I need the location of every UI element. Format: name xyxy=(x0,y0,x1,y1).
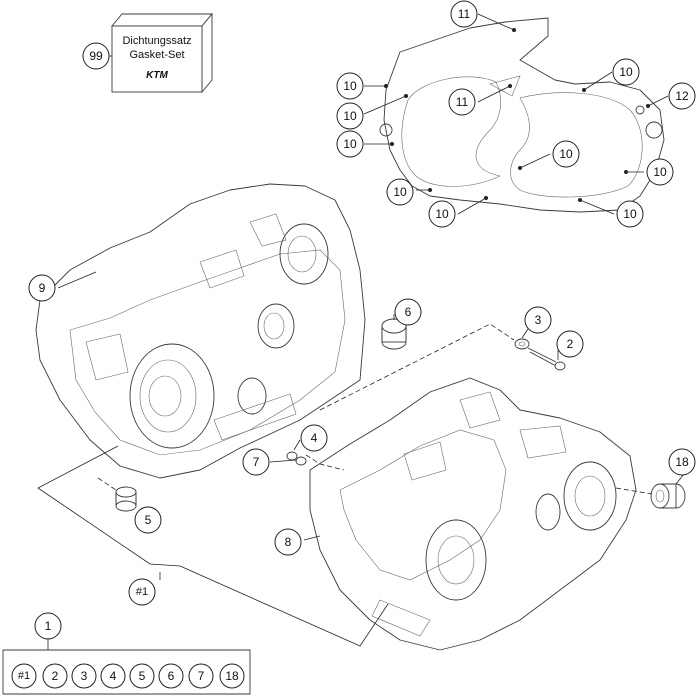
svg-text:10: 10 xyxy=(435,207,449,221)
gasket-set-box: Dichtungssatz Gasket-Set KTM xyxy=(111,12,213,94)
kit-contents-box xyxy=(2,649,251,695)
svg-text:11: 11 xyxy=(456,95,469,109)
callout-10-b[interactable]: 10 xyxy=(336,102,364,130)
kit-item[interactable]: 7 xyxy=(188,663,214,689)
callout-10-d[interactable]: 10 xyxy=(612,58,640,86)
crankcase-half-right xyxy=(309,377,637,651)
svg-text:10: 10 xyxy=(343,137,357,151)
svg-text:18: 18 xyxy=(675,455,689,469)
callout-18[interactable]: 18 xyxy=(668,448,696,476)
bushing-5 xyxy=(115,486,137,512)
pin-4-7 xyxy=(286,451,307,466)
leader-lines xyxy=(37,13,685,650)
callout-10-f[interactable]: 10 xyxy=(646,158,674,186)
svg-text:2: 2 xyxy=(567,337,574,351)
svg-text:2: 2 xyxy=(52,669,59,683)
kit-item[interactable]: 6 xyxy=(158,663,184,689)
screw-2 xyxy=(527,347,566,371)
svg-text:10: 10 xyxy=(559,147,573,161)
svg-text:8: 8 xyxy=(285,535,292,549)
callout-5[interactable]: 5 xyxy=(134,506,162,534)
svg-text:6: 6 xyxy=(405,305,412,319)
callout-hash1[interactable]: #1 xyxy=(128,578,156,606)
svg-text:10: 10 xyxy=(393,185,407,199)
svg-text:#1: #1 xyxy=(136,586,148,598)
washer-3 xyxy=(514,338,530,350)
svg-text:5: 5 xyxy=(145,513,152,527)
svg-text:11: 11 xyxy=(458,7,471,21)
callout-1[interactable]: 1 xyxy=(34,612,62,640)
svg-text:10: 10 xyxy=(343,109,357,123)
callout-99[interactable]: 99 xyxy=(82,42,110,70)
callout-10-h[interactable]: 10 xyxy=(428,200,456,228)
kit-item[interactable]: 3 xyxy=(71,663,97,689)
svg-text:4: 4 xyxy=(110,669,117,683)
svg-text:5: 5 xyxy=(139,669,146,683)
crankcase-gasket-top xyxy=(379,17,665,213)
ktm-logo: KTM xyxy=(146,70,168,81)
svg-text:1: 1 xyxy=(45,619,52,633)
callouts: 99 11 10 10 10 11 10 12 10 10 10 10 10 9… xyxy=(28,0,696,640)
callout-9[interactable]: 9 xyxy=(28,274,56,302)
svg-text:9: 9 xyxy=(39,281,46,295)
callout-2[interactable]: 2 xyxy=(556,330,584,358)
callout-3[interactable]: 3 xyxy=(524,306,552,334)
callout-11-top[interactable]: 11 xyxy=(450,0,478,28)
svg-text:3: 3 xyxy=(535,313,542,327)
svg-text:99: 99 xyxy=(89,49,103,63)
kit-contents-row: #1 2 3 4 5 6 7 18 xyxy=(11,663,245,689)
gasket-box-line1: Dichtungssatz xyxy=(122,35,191,47)
kit-item[interactable]: 2 xyxy=(42,663,68,689)
bushing-6 xyxy=(381,318,407,350)
callout-12[interactable]: 12 xyxy=(668,82,696,110)
svg-text:#1: #1 xyxy=(18,670,30,682)
gasket-box-line2: Gasket-Set xyxy=(129,49,184,61)
svg-text:7: 7 xyxy=(198,669,205,683)
callout-4[interactable]: 4 xyxy=(300,424,328,452)
kit-item[interactable]: #1 xyxy=(11,663,37,689)
svg-text:12: 12 xyxy=(675,89,689,103)
kit-item[interactable]: 5 xyxy=(129,663,155,689)
svg-text:4: 4 xyxy=(311,431,318,445)
callout-7[interactable]: 7 xyxy=(242,448,270,476)
crankcase-half-left xyxy=(35,183,366,479)
svg-text:7: 7 xyxy=(253,455,260,469)
svg-text:10: 10 xyxy=(623,207,637,221)
svg-text:6: 6 xyxy=(168,669,175,683)
callout-10-e[interactable]: 10 xyxy=(552,140,580,168)
callout-10-g[interactable]: 10 xyxy=(386,178,414,206)
callout-6[interactable]: 6 xyxy=(394,298,422,326)
callout-10-c[interactable]: 10 xyxy=(336,130,364,158)
callout-11-mid[interactable]: 11 xyxy=(448,88,476,116)
svg-text:18: 18 xyxy=(225,669,239,683)
callout-10-a[interactable]: 10 xyxy=(336,72,364,100)
callout-10-i[interactable]: 10 xyxy=(616,200,644,228)
svg-text:10: 10 xyxy=(619,65,633,79)
callout-8[interactable]: 8 xyxy=(274,528,302,556)
kit-item[interactable]: 18 xyxy=(219,663,245,689)
svg-text:3: 3 xyxy=(81,669,88,683)
oil-seal-18 xyxy=(650,483,686,509)
kit-item[interactable]: 4 xyxy=(100,663,126,689)
svg-text:10: 10 xyxy=(343,79,357,93)
svg-text:10: 10 xyxy=(653,165,667,179)
